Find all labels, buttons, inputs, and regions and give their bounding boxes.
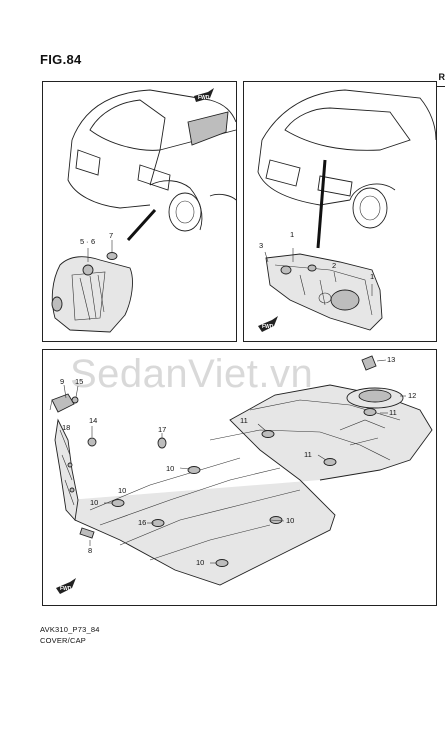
callout-dot: · <box>86 237 89 246</box>
clip-fastener-a <box>106 240 118 260</box>
floor-pan-part <box>67 384 433 586</box>
fwd-text-a: FWD <box>198 95 210 101</box>
car-outline-rear <box>67 89 237 242</box>
callout-16: 16 <box>138 518 147 527</box>
leaders-c <box>63 359 406 564</box>
callout-17: 17 <box>158 425 167 434</box>
callout-3: 3 <box>259 241 264 250</box>
callout-8: 8 <box>88 546 93 555</box>
floor-plugs <box>71 355 377 567</box>
callout-11-b: 11 <box>240 416 248 425</box>
callout-11-a: 11 <box>389 408 397 417</box>
callout-10-d: 10 <box>196 558 205 567</box>
fwd-arrow-b: FWD <box>258 316 278 332</box>
fwd-arrow-c: FWD <box>56 578 76 594</box>
callout-18: 18 <box>62 423 71 432</box>
callout-1-right: 1 <box>370 272 375 281</box>
fwd-arrow-a: FWD <box>194 88 214 102</box>
callout-10-b: 10 <box>90 498 99 507</box>
dash-silencer-part <box>265 253 383 331</box>
bracket-9-part <box>49 393 75 413</box>
callout-15: 15 <box>75 377 84 386</box>
cut-mark-line <box>430 86 445 88</box>
callout-12: 12 <box>408 391 417 400</box>
cut-mark-label: R <box>438 72 445 82</box>
callout-7: 7 <box>109 231 114 240</box>
callout-10-a: 10 <box>166 464 175 473</box>
callout-10-e: 10 <box>118 486 127 495</box>
callout-11-c: 11 <box>304 450 312 459</box>
figure-title: FIG.84 <box>40 52 82 67</box>
callout-14: 14 <box>89 416 98 425</box>
callout-2: 2 <box>332 261 337 270</box>
callout-9: 9 <box>60 377 65 386</box>
footer-description: COVER/CAP <box>40 636 86 645</box>
fwd-text-c: FWD <box>60 586 72 592</box>
footer-drawing-code: AVK310_P73_84 <box>40 625 100 634</box>
leaders-b <box>264 248 373 296</box>
car-outline-front <box>257 89 437 249</box>
fender-liner-part <box>51 256 133 333</box>
callout-5: 5 <box>80 237 85 246</box>
callout-10-c: 10 <box>286 516 295 525</box>
callout-13: 13 <box>387 355 396 364</box>
callout-6: 6 <box>91 237 96 246</box>
fwd-text-b: FWD <box>262 324 274 330</box>
side-pillar-part <box>54 418 79 522</box>
callout-1-top: 1 <box>290 230 295 239</box>
